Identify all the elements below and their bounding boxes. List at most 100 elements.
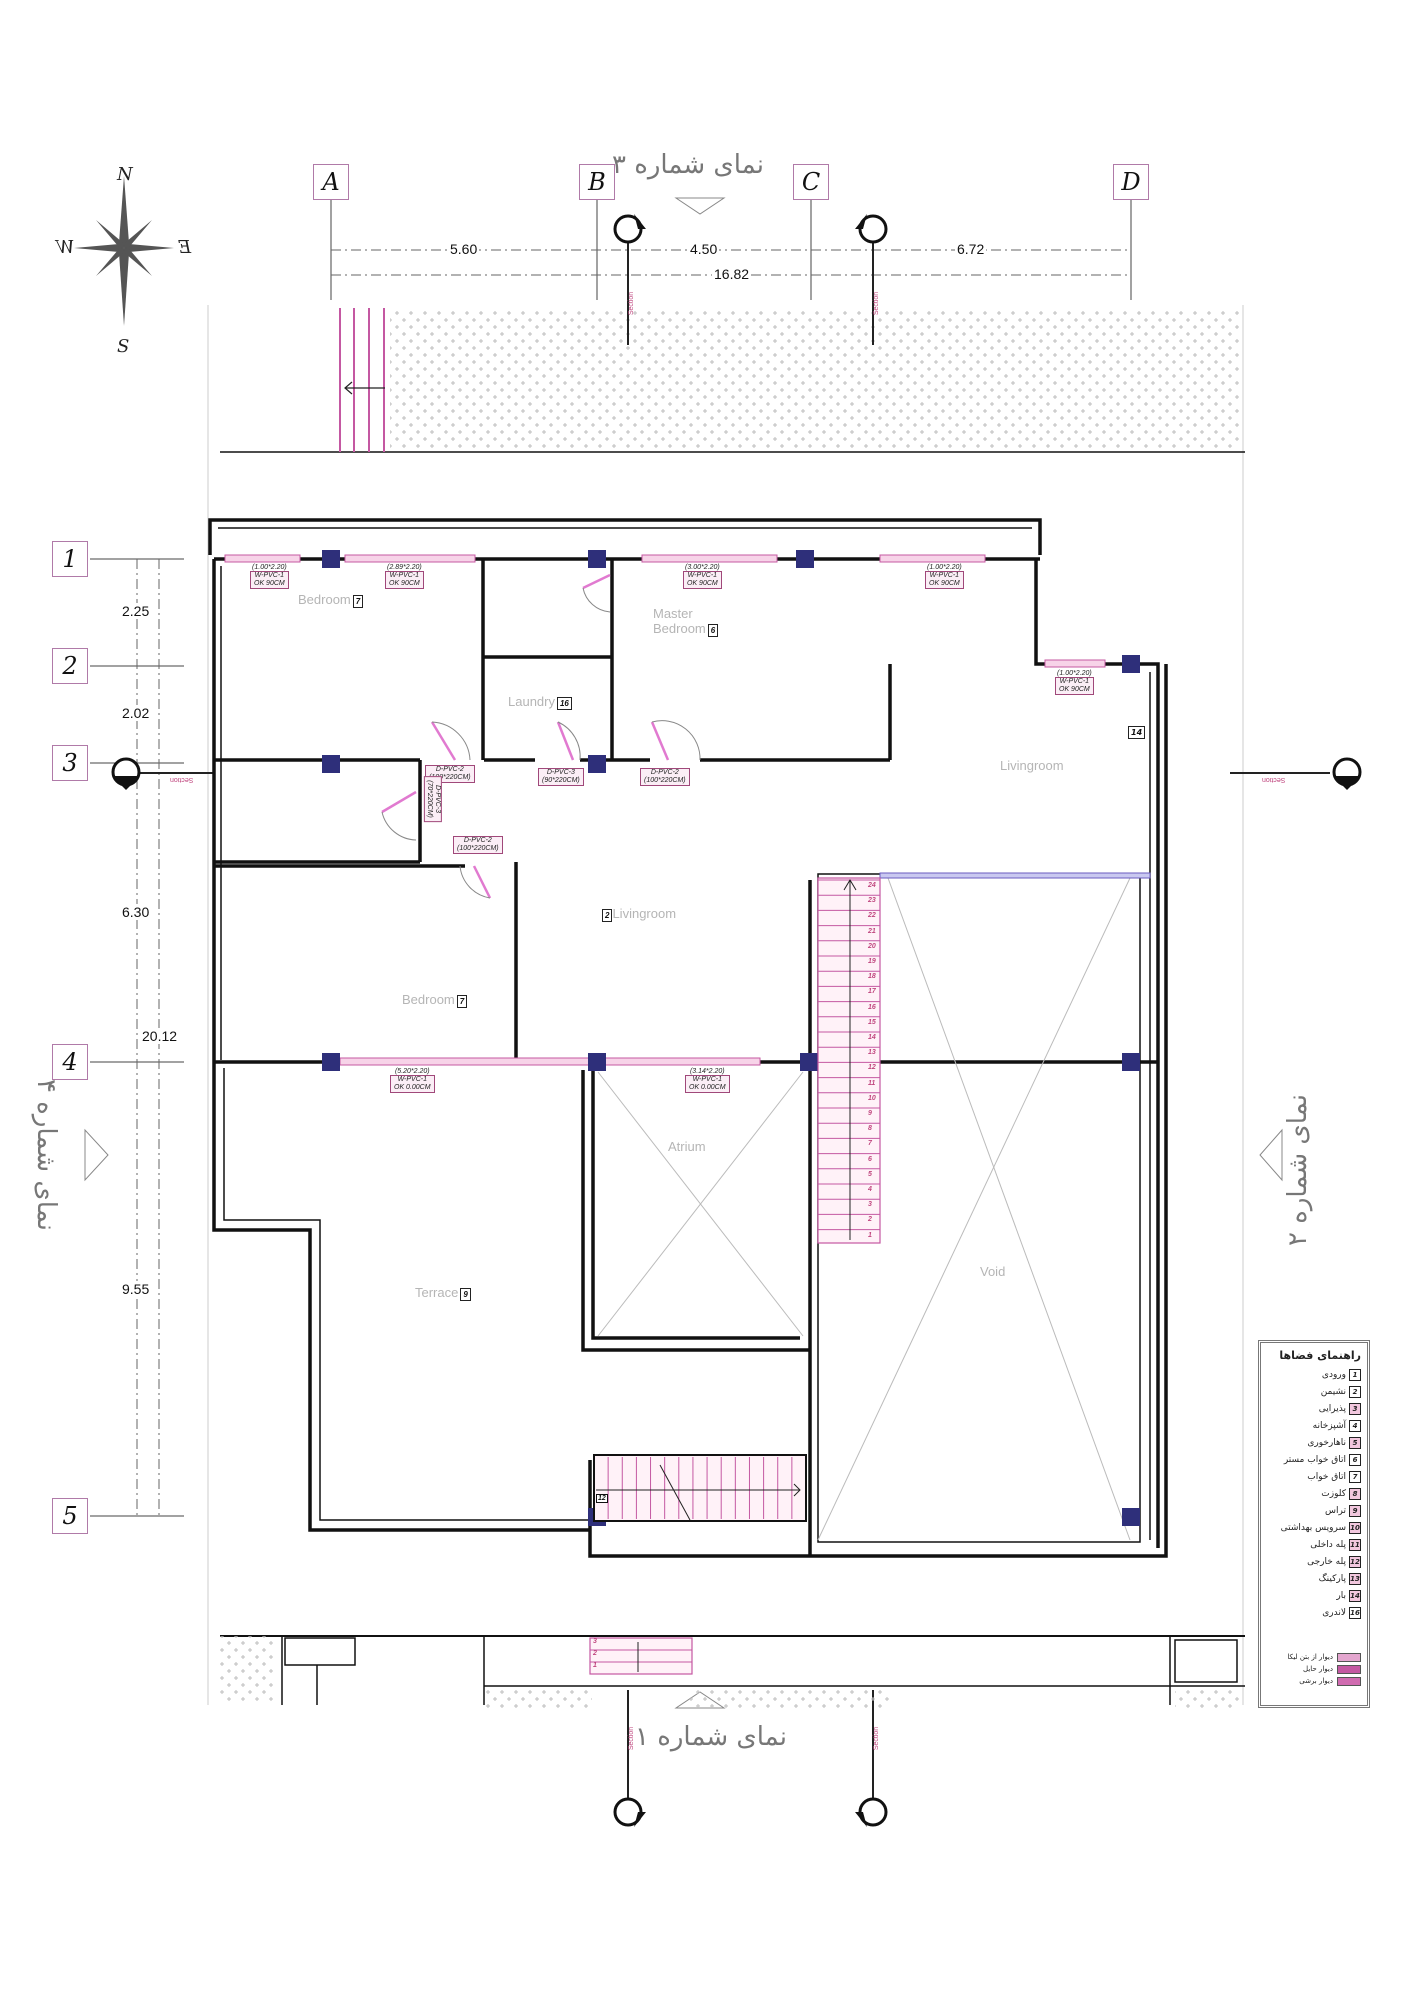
stair-step-number: 2 bbox=[868, 1216, 872, 1223]
legend-item: 1ورودی bbox=[1267, 1366, 1361, 1383]
grid-bubble-5: 5 bbox=[52, 1498, 88, 1534]
room-label-bedroom-west: Bedroom7 bbox=[402, 992, 467, 1008]
grid-bubble-3: 3 bbox=[52, 745, 88, 781]
stair-step-number: 23 bbox=[868, 897, 876, 904]
stair-step-number: 24 bbox=[868, 882, 876, 889]
stair-step-number: 7 bbox=[868, 1140, 872, 1147]
legend-label: بار bbox=[1336, 1591, 1346, 1601]
legend-label: نشیمن bbox=[1321, 1387, 1346, 1397]
room-label-void: Void bbox=[980, 1264, 1005, 1279]
legend-number-badge: 2 bbox=[1349, 1386, 1361, 1398]
stair-step-number: 1 bbox=[868, 1232, 872, 1239]
grid-bubble-2: 2 bbox=[52, 648, 88, 684]
stair-step-number: 3 bbox=[868, 1201, 872, 1208]
dim-span-CD: 6.72 bbox=[955, 241, 986, 257]
room-label-livingroom: 2Livingroom bbox=[600, 906, 676, 922]
door-tag: D-PVC-2(100*220CM) bbox=[640, 768, 690, 786]
stair-step-number: 9 bbox=[868, 1110, 872, 1117]
window-tag: (2.89*2.20)W-PVC-1OK 90CM bbox=[385, 564, 424, 589]
grid-bubble-B: B bbox=[579, 164, 615, 200]
stair-step-number: 19 bbox=[868, 958, 876, 965]
dim-total-horizontal: 16.82 bbox=[712, 266, 751, 282]
legend-item: 12پله خارجی bbox=[1267, 1553, 1361, 1570]
dim-span-AB: 5.60 bbox=[448, 241, 479, 257]
legend-wall-label: دیوار از بتن لیکا bbox=[1287, 1653, 1333, 1661]
legend-number-badge: 7 bbox=[1349, 1471, 1361, 1483]
room-label-master-bedroom: Master Bedroom6 bbox=[653, 606, 723, 637]
legend-number-badge: 5 bbox=[1349, 1437, 1361, 1449]
compass-west-label: W bbox=[56, 237, 75, 258]
room-label-livingroom-east: Livingroom bbox=[1000, 758, 1064, 773]
legend-number-badge: 16 bbox=[1349, 1607, 1361, 1619]
stair-step-number: 4 bbox=[868, 1186, 872, 1193]
stair-step-number: 14 bbox=[868, 1034, 876, 1041]
dim-span-2-3: 2.02 bbox=[120, 705, 151, 721]
window-tag: (1.00*2.20)W-PVC-1OK 90CM bbox=[1055, 670, 1094, 695]
compass-rose-icon bbox=[74, 176, 174, 326]
dim-span-1-2: 2.25 bbox=[120, 603, 151, 619]
room-label-laundry: Laundry16 bbox=[508, 694, 572, 710]
legend-number-badge: 12 bbox=[1349, 1556, 1361, 1568]
window-tag: (1.00*2.20)W-PVC-1OK 90CM bbox=[250, 564, 289, 589]
elevation-label-bottom: نمای شماره ۱ bbox=[635, 1722, 787, 1752]
stair-step-number: 11 bbox=[868, 1080, 875, 1087]
compass-east-label: E bbox=[178, 237, 191, 258]
legend-item: 7اتاق خواب bbox=[1267, 1468, 1361, 1485]
room-label-terrace: Terrace9 bbox=[415, 1285, 471, 1301]
legend-item: 16لاندری bbox=[1267, 1604, 1361, 1621]
legend-label: ورودی bbox=[1322, 1370, 1346, 1380]
legend-number-badge: 8 bbox=[1349, 1488, 1361, 1500]
room-label-atrium: Atrium bbox=[668, 1139, 706, 1154]
legend-item: 11پله داخلی bbox=[1267, 1536, 1361, 1553]
stair-step-number: 8 bbox=[868, 1125, 872, 1132]
dim-total-vertical: 20.12 bbox=[140, 1028, 179, 1044]
stair-step-number: 18 bbox=[868, 973, 876, 980]
entry-step-number: 3 bbox=[593, 1638, 597, 1645]
external-stair-tag: 12 bbox=[596, 1494, 608, 1503]
stair-step-number: 13 bbox=[868, 1049, 876, 1056]
section-label: Section bbox=[1262, 776, 1285, 783]
legend-number-badge: 1 bbox=[1349, 1369, 1361, 1381]
legend-item: 2نشیمن bbox=[1267, 1383, 1361, 1400]
stair-step-number: 21 bbox=[868, 928, 876, 935]
legend-label: پله خارجی bbox=[1307, 1557, 1346, 1567]
window-tag: (3.00*2.20)W-PVC-1OK 90CM bbox=[683, 564, 722, 589]
legend-label: پارکینگ bbox=[1319, 1574, 1346, 1584]
dim-span-BC: 4.50 bbox=[688, 241, 719, 257]
legend-title: راهنمای فضاها bbox=[1267, 1349, 1361, 1362]
wall-swatch-icon bbox=[1337, 1677, 1361, 1686]
section-label: Section bbox=[628, 1727, 635, 1750]
grid-bubble-C: C bbox=[793, 164, 829, 200]
section-label: Section bbox=[628, 292, 635, 315]
grid-bubble-1: 1 bbox=[52, 541, 88, 577]
legend-wall-type: دیوار از بتن لیکا bbox=[1267, 1651, 1361, 1663]
legend-item: 10سرویس بهداشتی bbox=[1267, 1519, 1361, 1536]
stair-step-number: 20 bbox=[868, 943, 876, 950]
section-label: Section bbox=[873, 292, 880, 315]
section-label: Section bbox=[170, 776, 193, 783]
space-legend: راهنمای فضاها 1ورودی2نشیمن3پذیرایی4آشپزخ… bbox=[1258, 1340, 1370, 1708]
door-tag: D-PVC-3(90*220CM) bbox=[538, 768, 584, 786]
stair-step-number: 12 bbox=[868, 1064, 876, 1071]
door-tag: D-PVC-2(100*220CM) bbox=[453, 836, 503, 854]
section-label: Section bbox=[873, 1727, 880, 1750]
legend-label: پله داخلی bbox=[1310, 1540, 1346, 1550]
window-tag: (1.00*2.20)W-PVC-1OK 90CM bbox=[925, 564, 964, 589]
legend-label: اتاق خواب bbox=[1307, 1472, 1346, 1482]
stair-step-number: 16 bbox=[868, 1004, 876, 1011]
elevation-label-right: نمای شماره ۲ bbox=[1283, 1094, 1313, 1246]
legend-label: تراس bbox=[1325, 1506, 1346, 1516]
window-tag: (3.14*2.20)W-PVC-1OK 0.00CM bbox=[685, 1068, 730, 1093]
wall-swatch-icon bbox=[1337, 1653, 1361, 1662]
room-label-bedroom-north: Bedroom7 bbox=[298, 592, 363, 608]
legend-label: اتاق خواب مستر bbox=[1284, 1455, 1346, 1465]
dim-span-4-5: 9.55 bbox=[120, 1281, 151, 1297]
legend-item: 3پذیرایی bbox=[1267, 1400, 1361, 1417]
stair-step-number: 15 bbox=[868, 1019, 876, 1026]
stair-step-number: 5 bbox=[868, 1171, 872, 1178]
compass-south-label: S bbox=[117, 336, 129, 357]
grid-bubble-D: D bbox=[1113, 164, 1149, 200]
grid-bubble-4: 4 bbox=[52, 1044, 88, 1080]
elevation-label-left: نمای شماره ۴ bbox=[31, 1079, 61, 1231]
